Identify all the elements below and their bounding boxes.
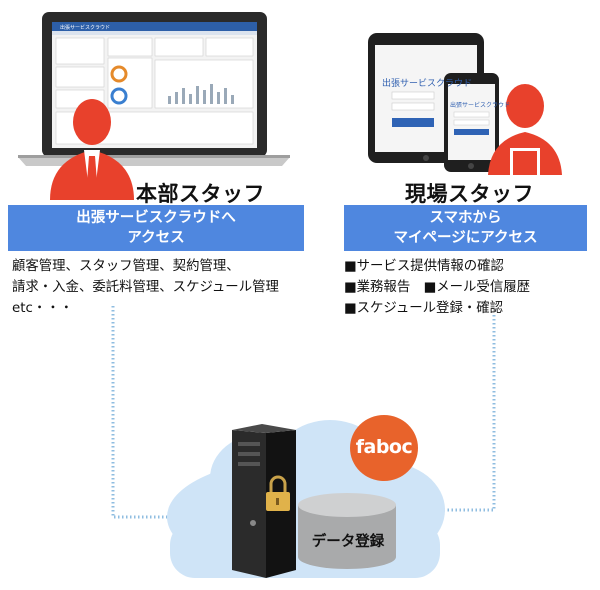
phone-app-title: 出張サービスクラウド <box>450 102 511 109</box>
field-feature-line-1: ■サービス提供情報の確認 <box>344 259 504 274</box>
field-staff-title: 現場スタッフ <box>405 182 534 206</box>
field-feature-list: ■サービス提供情報の確認 ■業務報告 ■メール受信履歴 ■スケジュール登録・確認 <box>344 256 530 319</box>
database-label: データ登録 <box>311 534 385 550</box>
field-banner-line-1: スマホから <box>429 210 502 226</box>
field-feature-line-2: ■業務報告 ■メール受信履歴 <box>344 280 530 295</box>
field-banner-line-2: マイページにアクセス <box>393 230 538 246</box>
field-connector <box>425 315 496 512</box>
smartphone-icon <box>444 73 499 172</box>
hq-connector <box>111 306 192 519</box>
hq-access-banner: 出張サービスクラウドへ アクセス <box>8 205 304 251</box>
hq-feature-line-1: 顧客管理、スタッフ管理、契約管理、 <box>12 259 240 274</box>
field-access-banner: スマホから マイページにアクセス <box>344 205 587 251</box>
hq-feature-line-3: etc・・・ <box>12 301 74 316</box>
tablet-app-title: 出張サービスクラウド <box>382 79 473 89</box>
hq-staff-person-icon <box>50 99 134 200</box>
field-staff-person-icon <box>488 84 562 175</box>
hq-banner-line-2: アクセス <box>127 230 185 246</box>
field-feature-line-3: ■スケジュール登録・確認 <box>344 301 504 316</box>
server-icon <box>232 424 296 578</box>
laptop-app-title: 出張サービスクラウド <box>60 24 111 31</box>
faboc-logo-badge: faboc <box>350 415 418 481</box>
hq-feature-list: 顧客管理、スタッフ管理、契約管理、 請求・入金、委託料管理、スケジュール管理 e… <box>12 256 279 319</box>
laptop-icon <box>18 12 290 166</box>
hq-feature-line-2: 請求・入金、委託料管理、スケジュール管理 <box>12 280 279 295</box>
hq-staff-title: 本部スタッフ <box>136 182 265 206</box>
hq-banner-line-1: 出張サービスクラウドへ <box>76 210 236 226</box>
database-icon <box>298 493 396 569</box>
connector-lines <box>111 306 496 519</box>
